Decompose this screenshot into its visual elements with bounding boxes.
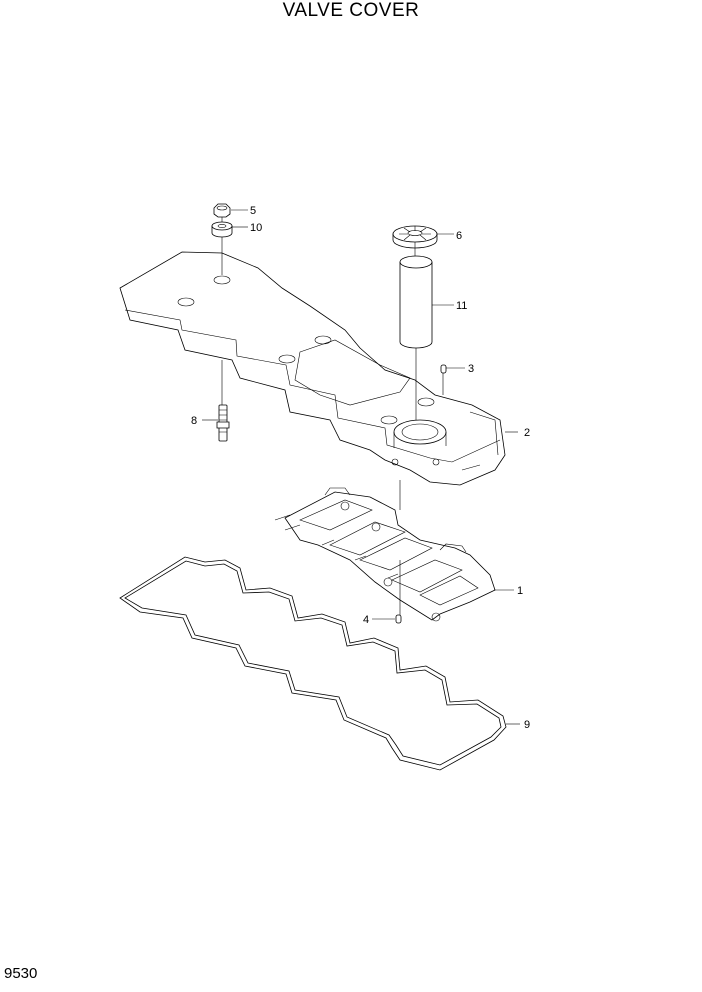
pin-part-4 [395, 614, 402, 624]
baffle-plate-part-1 [274, 487, 496, 622]
page-number: 9530 [4, 965, 38, 982]
callout-4: 4 [363, 614, 369, 626]
callout-9: 9 [524, 719, 530, 731]
leader-lines [202, 209, 520, 725]
callout-10: 10 [250, 222, 262, 234]
callout-6: 6 [456, 230, 462, 242]
filler-tube-part-11 [399, 255, 433, 349]
callout-1: 1 [517, 585, 523, 597]
callout-11: 11 [456, 300, 467, 312]
gasket-part-9 [119, 556, 507, 771]
callout-2: 2 [524, 427, 530, 439]
callout-8: 8 [191, 415, 197, 427]
stud-part-8 [216, 404, 230, 442]
callout-5: 5 [250, 205, 256, 217]
valve-cover-part-2 [119, 251, 506, 486]
page-title: VALVE COVER [282, 0, 420, 21]
callout-3: 3 [468, 363, 474, 375]
nut-part-5 [213, 203, 231, 218]
grommet-part-10 [211, 221, 233, 238]
pin-part-3 [440, 364, 447, 374]
